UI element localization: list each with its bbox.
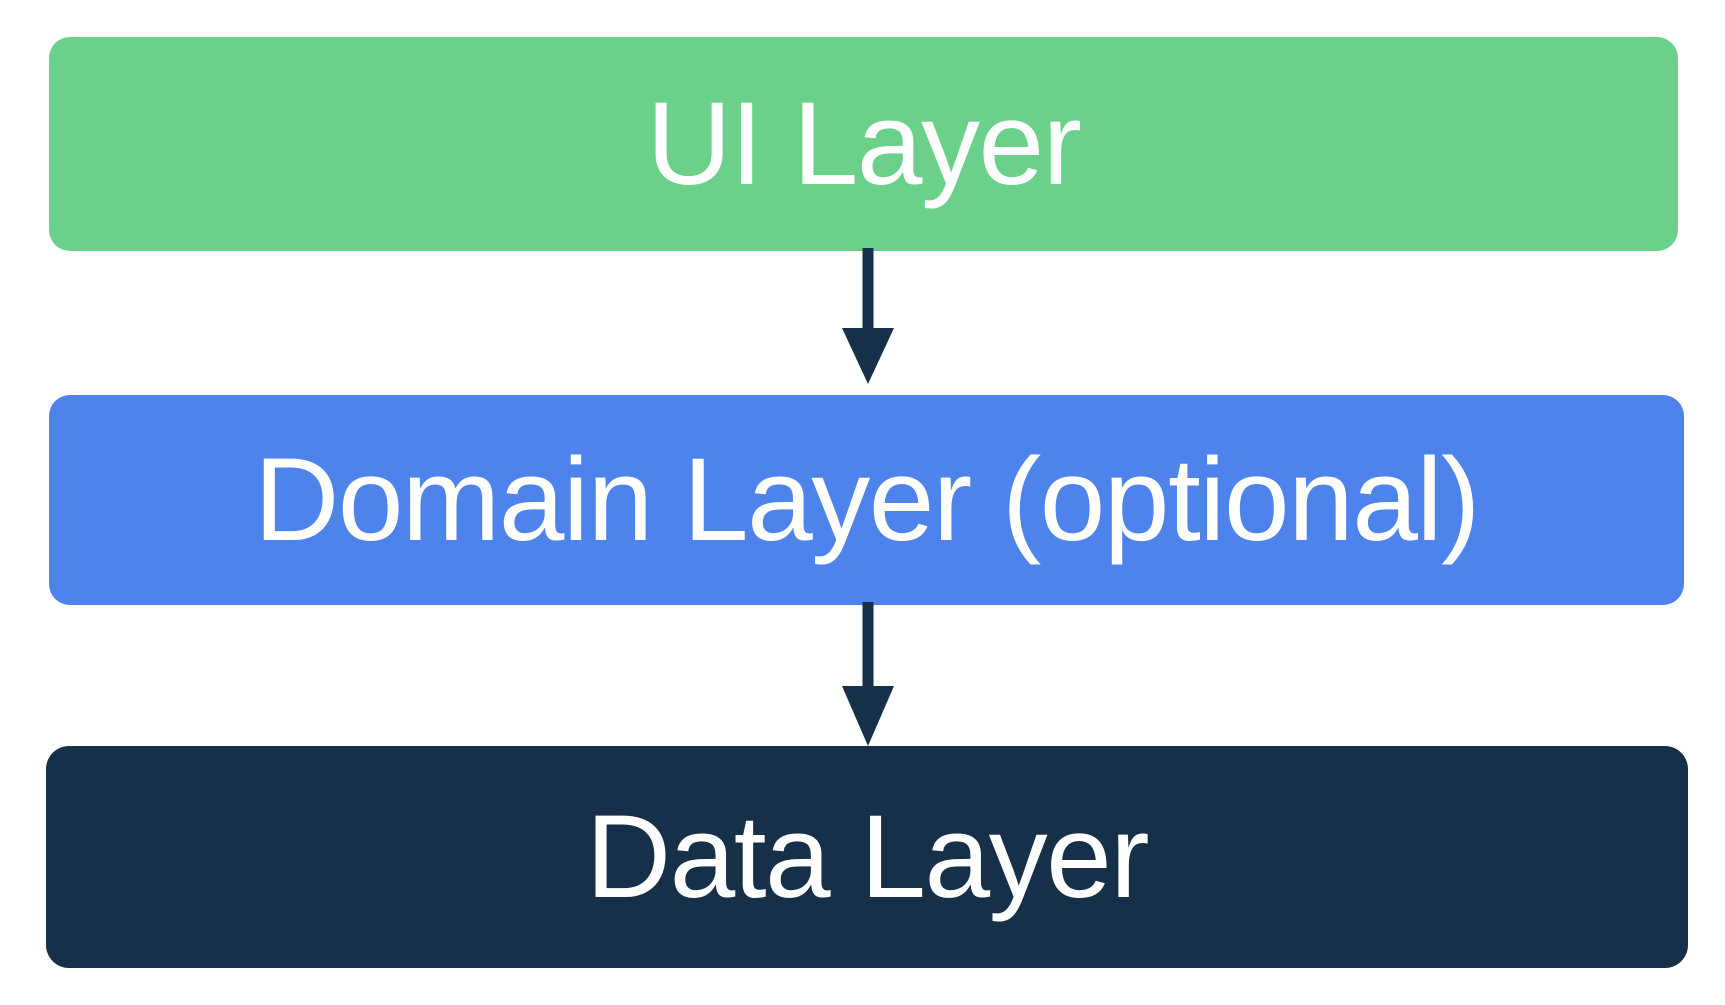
layer-label-domain: Domain Layer (optional)	[254, 434, 1480, 566]
layer-box-domain[interactable]: Domain Layer (optional)	[49, 395, 1684, 605]
arrow-down-icon-domain-to-data	[842, 602, 894, 746]
layer-label-ui: UI Layer	[646, 78, 1082, 210]
layer-label-data: Data Layer	[585, 791, 1150, 923]
layer-box-ui[interactable]: UI Layer	[49, 37, 1678, 251]
arrow-down-icon-ui-to-domain	[842, 248, 894, 384]
layer-box-data[interactable]: Data Layer	[46, 746, 1688, 968]
